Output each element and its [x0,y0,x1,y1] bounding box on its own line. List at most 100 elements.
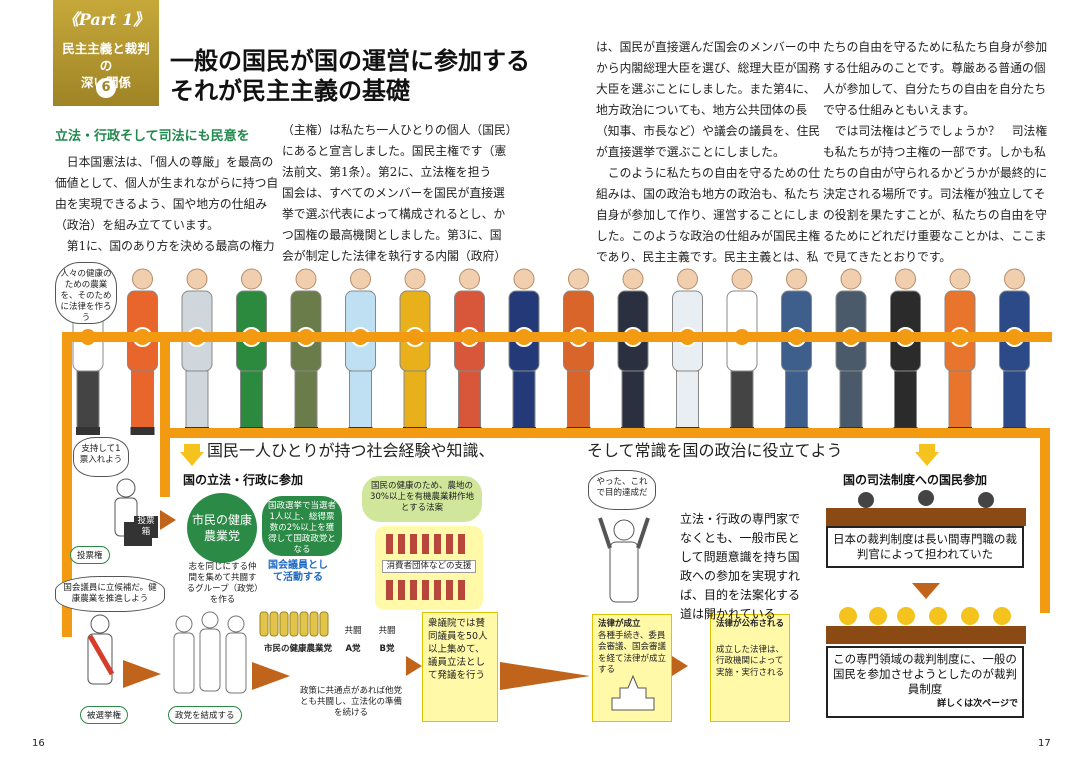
supporter-figures-bottom [386,580,465,600]
text-line: 大臣を選ぶことにしました。また第4に、 [596,82,816,96]
consumer-group-label: 消費者団体などの支援 [382,560,476,573]
see-next-page: 詳しくは次ページで [937,699,1018,709]
text-line: （知事、市長など）や議会の議員を、住民 [596,124,821,138]
banner-right-caption: そして常識を国の政治に役立てよう [587,441,843,460]
citizen-figure [726,268,758,435]
joint-label-1: 共闘 [344,626,362,636]
citizen-figure [508,268,540,435]
citizen-figure [617,268,649,435]
page-title: 一般の国民が国の運営に参加する それが民主主義の基礎 [170,46,530,106]
text-line: 会が制定した法律を執行する内閣（政府） [282,249,507,263]
citizen-figure [944,268,976,435]
text-line: は、国民が直接選んだ国会のメンバーの中 [596,40,821,54]
arrow-icon [252,662,290,690]
arrow-icon [406,656,422,676]
party-circle [187,493,257,563]
voter-figure [114,478,152,546]
text-line: 挙で選ぶ代表によって構成されるとし、か [282,207,506,221]
law-publish-box: 法律が公布される 成立した法律は、行政機関によって実施・実行される [710,614,790,722]
vote-speech-bubble: 支持して1票入れよう [73,437,129,477]
title-line-1: 一般の国民が国の運営に参加する [170,47,530,75]
text-line: たちの自由が守られるかどうかが最終的に [823,166,1048,180]
party-requirement: 国政選挙で当選者1人以上、総得票数の2%以上を獲得して国政政党となる [262,496,342,556]
arrow-icon [912,583,940,599]
lay-judge-text: この専門領域の裁判制度に、一般の国民を参加させようとしたのが裁判員制度 [833,652,1017,696]
text-line: このように私たちの自由を守るための仕 [596,166,821,180]
chef-speech-bubble: 人々の健康のための農業を、そのために法律を作ろう [55,262,117,324]
text-line: 自身が参加して作り、運営することにしま [596,208,820,222]
title-line-2: それが民主主義の基礎 [170,77,410,105]
flow-line-top [62,332,1052,342]
text-line: 法前文、第1条）。第2に、立法権を担う [282,165,492,179]
citizens-illustration [72,268,1030,435]
body-column-2: （主権）は私たち一人ひとりの個人（国民） にあると宣言しました。国民主権です（憲… [282,120,518,267]
text-line: 決定される場所です。司法権が独立してそ [823,187,1046,201]
text-line: （政治）を組み立てています。 [55,218,219,232]
page-number-left: 16 [32,738,45,749]
text-line: 組みは、国の政治も地方の政治も、私たち [596,187,820,201]
down-arrow-icon [915,444,939,466]
text-line: にあると宣言しました。国民主権です（憲 [282,144,507,158]
celebrating-figure [598,517,650,603]
flow-line-mid [160,428,1040,438]
text-line: で守る仕組みともいえます。 [823,103,975,117]
member-activity-label: 国会議員として活動する [268,560,328,583]
banner-left-caption: 国民一人ひとりが持つ社会経験や知識、 [207,441,495,460]
section-subhead: 立法・行政そして司法にも民意を [55,129,250,144]
text-line: が直接選挙で選ぶことにしました。 [596,145,785,159]
judicial-head: 国の司法制度への国民参加 [843,473,988,487]
citizen-figure [399,268,431,435]
citizen-judges-bench [826,607,1026,644]
law-publish-head: 法律が公布される [716,619,785,629]
text-line: 地方政治についても、地方公共団体の長 [596,103,808,117]
text-line: たちの自由を守るために私たち自身が参加 [823,40,1048,54]
citizen-figure [181,268,213,435]
party-b: B党 [379,644,395,654]
text-line: 国会は、すべてのメンバーを国民が直接選 [282,186,505,200]
text-line: るためにどれだけ重要なことかは、ここま [823,229,1047,243]
law-passed-head: 法律が成立 [598,619,641,629]
text-line: も私たちが持つ主権の一部です。しかも私 [823,145,1046,159]
text-line: 価値として、個人が生まれながらに持つ自 [55,176,279,190]
series-line-1: 民主主義と裁判の [62,41,150,73]
expert-text: 立法・行政の専門家でなくとも、一般市民として問題意識を持ち国政への参加を実現すれ… [680,512,801,621]
flow-line-right [1040,428,1050,613]
text-line: から内閣総理大臣を選び、総理大臣が国務 [596,61,821,75]
part-label: 《Part 1》 [62,10,150,29]
citizen-figure [672,268,703,435]
text-line: 日本国憲法は、「個人の尊厳」を最高の [55,155,274,169]
citizen-figure [563,268,594,435]
judicial-history-box: 日本の裁判制度は長い間専門職の裁判官によって担われていた [826,526,1024,568]
arrow-icon [160,510,176,530]
text-line: する仕組みのことです。尊厳ある普通の個 [823,61,1046,75]
body-column-3: は、国民が直接選んだ国会のメンバーの中 から内閣総理大臣を選び、総理大臣が国務 … [596,37,820,268]
text-line: 由を実現できるよう、国や地方の仕組み [55,197,268,211]
candidate-speech-bubble: 国会議員に立候補だ。健康農業を推進しよう [55,576,165,612]
page-number-right: 17 [1038,738,1051,749]
citizen-figure [290,268,322,435]
cooperation-note: 政策に共通点があれば他党とも共闘し、立法化の準備を続ける [299,686,402,718]
citizen-figure [835,268,867,435]
candidacy-right-label: 被選挙権 [80,706,129,724]
party-a: A党 [345,644,361,654]
form-party-label: 政党を結成する [168,706,242,724]
supporter-figures-top [386,534,465,554]
member-figures [259,611,329,637]
text-line: つ国権の最高機関としました。第3に、国 [282,228,502,242]
section-number: 6 [96,78,116,98]
flow-line-inner [160,332,170,497]
party-name-bottom: 市民の健康農業党 [263,644,332,654]
group-note: 志を同じにする仲間を集めて共闘するグループ（政党）を作る [186,562,259,605]
lower-house-box: 衆議院では賛同議員を50人以上集めて、議員立法として発議を行う [422,612,498,722]
text-line: では司法権はどうでしょうか？ 司法権 [823,124,1048,138]
bill-proposal: 国民の健康のため、農地の30%以上を有機農業耕作地とする法案 [362,476,482,522]
body-column-4: たちの自由を守るために私たち自身が参加 する仕組みのことです。尊厳ある普通の個 … [823,37,1047,268]
law-passed-box: 法律が成立 各種手続き、委員会審議、国会審議を経て法律が成立する [592,614,672,722]
down-arrow-icon [180,444,204,466]
vote-right-label: 投票権 [70,546,110,564]
group-figures [173,611,247,694]
citizen-figure [454,268,485,435]
arrow-icon [500,662,590,690]
citizen-figure [781,268,812,435]
text-line: 人が参加して、自分たちの自由を自分たち [823,82,1047,96]
